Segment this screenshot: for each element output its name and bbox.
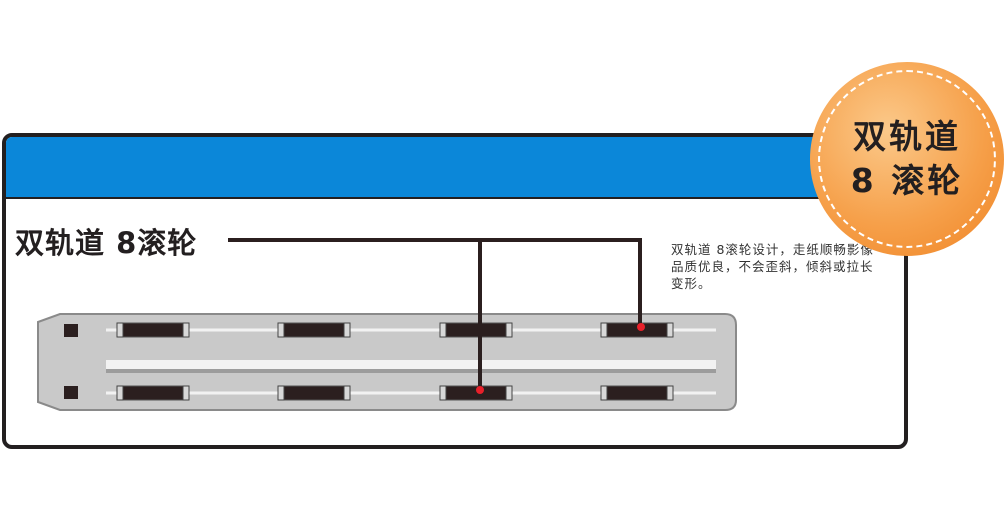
badge-line-1: 双轨道 [853,117,961,156]
header-bar [6,137,904,199]
roller [439,322,513,338]
roller [277,322,351,338]
badge-line-2: 8 滚轮 [850,161,964,200]
roller [600,385,674,401]
roller [439,385,513,401]
center-rail [106,360,716,369]
feature-description: 双轨道 8滚轮设计，走纸顺畅影像品质优良，不会歪斜，倾斜或拉长变形。 [671,242,874,291]
roller [600,322,674,338]
marker-dot-top [637,323,645,331]
roller [277,385,351,401]
roller [116,385,190,401]
callout-lines [228,238,642,390]
marker-dot-bottom [476,386,484,394]
feature-badge: 双轨道 8 滚轮 [810,62,1004,256]
feature-title: 双轨道 8滚轮 [15,226,198,260]
sensor-square-top [64,324,78,337]
roller [116,322,190,338]
sensor-square-bottom [64,386,78,399]
